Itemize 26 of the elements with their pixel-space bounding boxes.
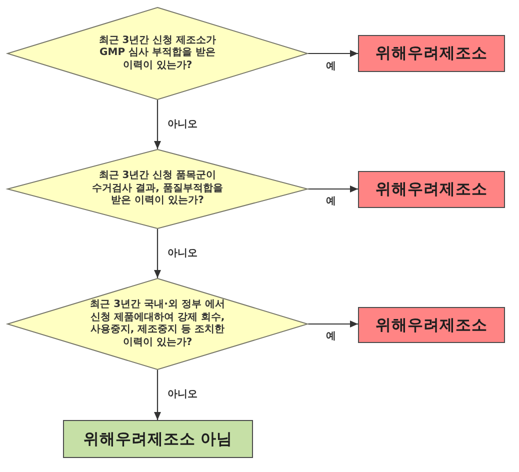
- flow-arrow: [154, 370, 161, 420]
- edge-label: 아니오: [166, 248, 198, 260]
- flow-arrow: [154, 100, 161, 149]
- decision-diamond: [7, 7, 308, 100]
- flow-arrow: [308, 186, 358, 192]
- flow-arrow: [154, 229, 161, 278]
- decision-diamond: [7, 149, 308, 229]
- flow-arrow: [308, 320, 358, 328]
- edge-label: 아니오: [166, 118, 198, 130]
- outcome-text: 위해우려제조소: [376, 314, 488, 336]
- flow-arrow: [308, 50, 358, 57]
- question-text: 최근 3년간 신청 제조소가 GMP 심사 부적합을 받은 이력이 있는가?: [98, 34, 218, 72]
- outcome-box: [63, 420, 253, 458]
- question-text: 최근 3년간 국내·외 정부 에서 신청 제품에대하여 강제 회수, 사용중지, 제조중지 등 조치한 이력이 있는가?: [89, 299, 226, 349]
- edge-label: 예: [325, 196, 337, 208]
- outcome-box: [358, 171, 505, 208]
- edge-label: 예: [325, 60, 337, 72]
- outcome-text: 위해우려제조소 아님: [83, 428, 233, 450]
- outcome-box: [358, 307, 505, 343]
- edge-label: 아니오: [166, 389, 198, 401]
- decision-diamond: [7, 278, 308, 370]
- outcome-box: [358, 35, 505, 72]
- outcome-text: 위해우려제조소: [376, 179, 488, 200]
- question-text: 최근 3년간 신청 품목군이 수거검사 결과, 품질부적합을 받은 이력이 있는가?: [91, 170, 224, 208]
- edge-label: 예: [325, 331, 337, 343]
- outcome-text: 위해우려제조소: [376, 43, 488, 64]
